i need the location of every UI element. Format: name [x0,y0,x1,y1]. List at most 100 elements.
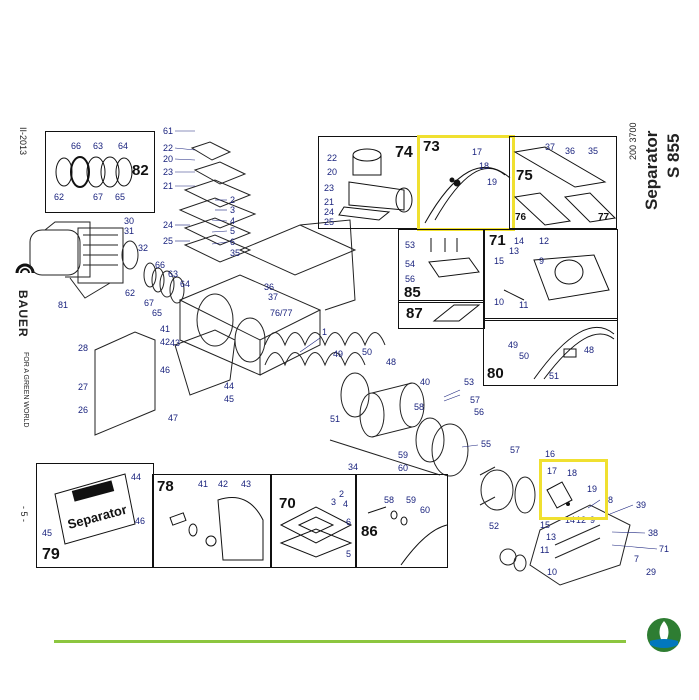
rail-drawing [432,304,481,322]
svg-text:63: 63 [93,141,103,151]
svg-text:81: 81 [58,300,68,310]
decal-separator-text: Separator [66,502,129,532]
svg-text:37: 37 [545,142,555,152]
svg-text:41: 41 [160,324,170,334]
svg-text:11: 11 [519,300,528,310]
svg-text:18: 18 [479,161,489,171]
svg-text:49: 49 [508,340,518,350]
svg-text:16: 16 [545,449,555,459]
svg-text:25: 25 [163,236,173,246]
svg-text:12: 12 [539,236,549,246]
inset-74-label: 74 [395,144,413,161]
inset-71-label: 71 [489,232,506,249]
svg-text:42: 42 [160,337,170,347]
svg-text:37: 37 [268,292,278,302]
svg-text:4: 4 [230,216,235,226]
svg-text:2: 2 [339,489,344,499]
svg-text:66: 66 [155,260,165,270]
svg-text:9: 9 [539,256,544,266]
svg-text:3: 3 [230,205,235,215]
svg-text:19: 19 [487,177,497,187]
svg-text:24: 24 [324,207,334,217]
svg-text:62: 62 [125,288,135,298]
svg-text:23: 23 [163,167,173,177]
svg-text:54: 54 [405,259,415,269]
svg-text:43: 43 [170,338,180,348]
svg-text:45: 45 [224,394,234,404]
svg-text:34: 34 [348,462,358,472]
svg-text:50: 50 [362,347,372,357]
inset-75-label: 75 [516,167,533,184]
inset-80-label: 80 [487,365,504,382]
svg-text:21: 21 [324,197,334,207]
svg-text:25: 25 [324,217,334,227]
part-label: 61 [163,126,173,136]
svg-text:42: 42 [218,479,228,489]
svg-text:27: 27 [78,382,88,392]
svg-text:39: 39 [636,500,646,510]
svg-text:9: 9 [590,515,595,525]
svg-text:56: 56 [474,407,484,417]
svg-text:1: 1 [322,327,327,337]
svg-text:58: 58 [414,402,424,412]
svg-text:38: 38 [648,528,658,538]
svg-text:41: 41 [198,479,208,489]
inset-86-label: 86 [361,523,378,540]
svg-text:58: 58 [384,495,394,505]
svg-text:44: 44 [131,472,141,482]
svg-text:59: 59 [398,450,408,460]
svg-text:46: 46 [160,365,170,375]
svg-text:67: 67 [93,192,103,202]
svg-text:62: 62 [54,192,64,202]
svg-text:67: 67 [144,298,154,308]
svg-text:66: 66 [71,141,81,151]
svg-text:59: 59 [406,495,416,505]
svg-text:60: 60 [398,463,408,473]
svg-text:35: 35 [230,248,240,258]
svg-text:7: 7 [634,554,639,564]
svg-text:24: 24 [163,220,173,230]
svg-text:53: 53 [405,240,415,250]
svg-text:3: 3 [331,497,336,507]
svg-text:49: 49 [333,349,343,359]
inset-82-label: 82 [132,162,149,179]
svg-text:60: 60 [420,505,430,515]
svg-text:6: 6 [346,517,351,527]
footer-divider [54,640,626,643]
svg-text:10: 10 [547,567,557,577]
svg-text:31: 31 [124,226,134,236]
svg-text:19: 19 [587,484,597,494]
svg-text:15: 15 [494,256,504,266]
svg-text:51: 51 [330,414,340,424]
svg-text:56: 56 [405,274,415,284]
svg-text:28: 28 [78,343,88,353]
svg-text:52: 52 [489,521,499,531]
svg-text:20: 20 [327,167,337,177]
svg-text:48: 48 [584,345,594,355]
motor-body [29,229,81,276]
svg-text:45: 45 [42,528,52,538]
svg-text:10: 10 [494,297,504,307]
svg-text:13: 13 [546,532,556,542]
svg-text:65: 65 [115,192,125,202]
svg-text:14: 14 [514,236,524,246]
svg-text:22: 22 [327,153,337,163]
svg-text:43: 43 [241,479,251,489]
